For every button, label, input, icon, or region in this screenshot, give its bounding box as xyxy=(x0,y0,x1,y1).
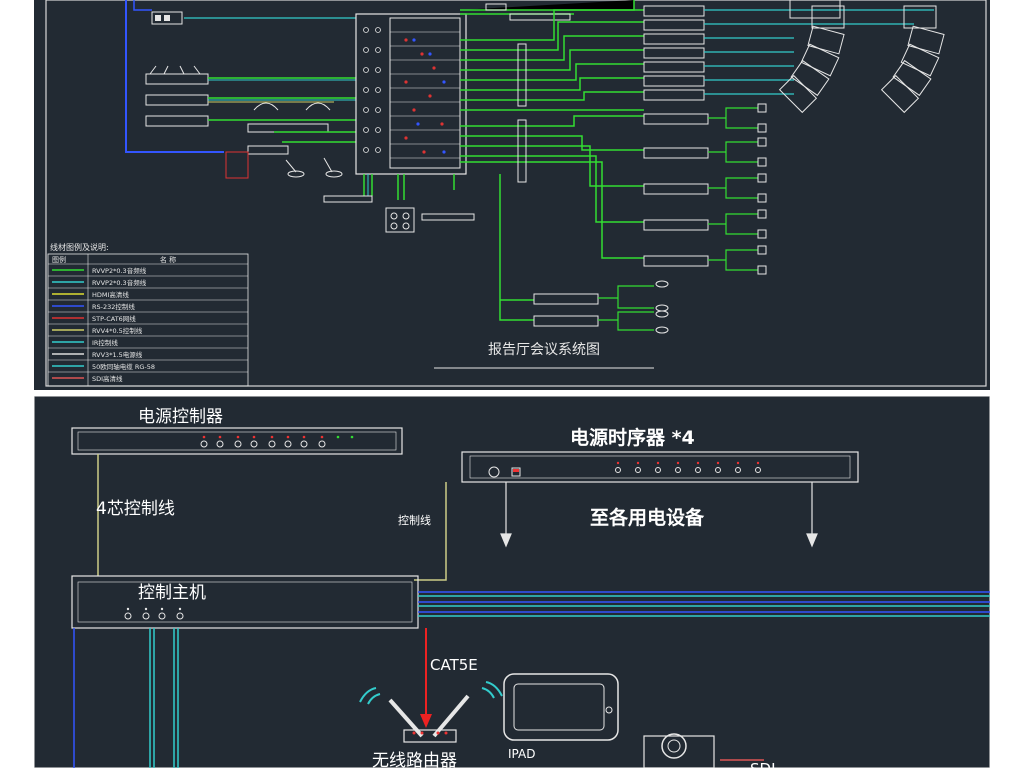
diagram-title: 报告厅会议系统图 xyxy=(488,342,600,358)
ipad-label: IPAD xyxy=(508,747,535,761)
ipad-icon xyxy=(503,673,619,741)
control-line-label: 控制线 xyxy=(398,513,431,527)
legend-row-label: RVVP2*0.3音频线 xyxy=(92,278,147,287)
amplifier-stack xyxy=(643,5,705,101)
to-equipment-label: 至各用电设备 xyxy=(590,506,705,529)
legend-col-symbol: 图例 xyxy=(52,255,66,264)
legend-heading: 线材图例及说明: xyxy=(50,242,109,252)
control-host: 控制主机 xyxy=(71,575,419,629)
line-array-speaker-right xyxy=(880,5,945,114)
control-host-label: 控制主机 xyxy=(138,583,206,603)
bottom-panel: 电源控制器 4芯控制线 电源时序器 *4 xyxy=(33,395,991,773)
four-core-line-label: 4芯控制线 xyxy=(96,499,175,519)
sequencer-label: 电源时序器 *4 xyxy=(570,426,695,449)
power-sequencer: 电源时序器 *4 xyxy=(461,426,859,483)
legend-row-label: RS-232控制线 xyxy=(92,302,135,311)
conference-system-diagram: 报告厅会议系统图 线材图例及说明: 图例 名 称 RVVP2*0.3音频线 RVV… xyxy=(45,0,987,387)
ptz-camera-icon xyxy=(643,733,764,769)
legend-row-label: RVV4*0.5控制线 xyxy=(92,326,143,335)
line-array-speaker-left xyxy=(778,0,845,114)
power-controller-label: 电源控制器 xyxy=(138,407,223,427)
legend-row-label: RVV3*1.5电源线 xyxy=(92,350,143,359)
audio-matrix-rack xyxy=(355,13,467,175)
power-controller: 电源控制器 xyxy=(71,407,403,455)
wireless-router-icon xyxy=(359,681,503,743)
legend-row-label: IR控制线 xyxy=(92,338,118,347)
wireless-router-label: 无线路由器 xyxy=(372,751,457,768)
cat5e-label: CAT5E xyxy=(430,656,478,674)
legend-row-label: RVVP2*0.3音频线 xyxy=(92,266,147,275)
legend-col-name: 名 称 xyxy=(160,255,176,264)
wireless-mic-receiver xyxy=(145,65,209,127)
cable-legend-table: 线材图例及说明: 图例 名 称 RVVP2*0.3音频线 RVVP2*0.3音频线… xyxy=(47,242,249,387)
top-panel: 报告厅会议系统图 线材图例及说明: 图例 名 称 RVVP2*0.3音频线 RVV… xyxy=(34,0,990,390)
legend-row-label: HDMI高清线 xyxy=(92,290,129,299)
power-control-diagram: 电源控制器 4芯控制线 电源时序器 *4 xyxy=(33,395,991,773)
sdi-label: SDI xyxy=(750,760,776,768)
legend-row-label: STP-CAT6网线 xyxy=(92,314,136,323)
legend-row-label: 50欧同轴电缆 RG-58 xyxy=(92,362,155,371)
legend-row-label: SDI高清线 xyxy=(92,374,123,383)
